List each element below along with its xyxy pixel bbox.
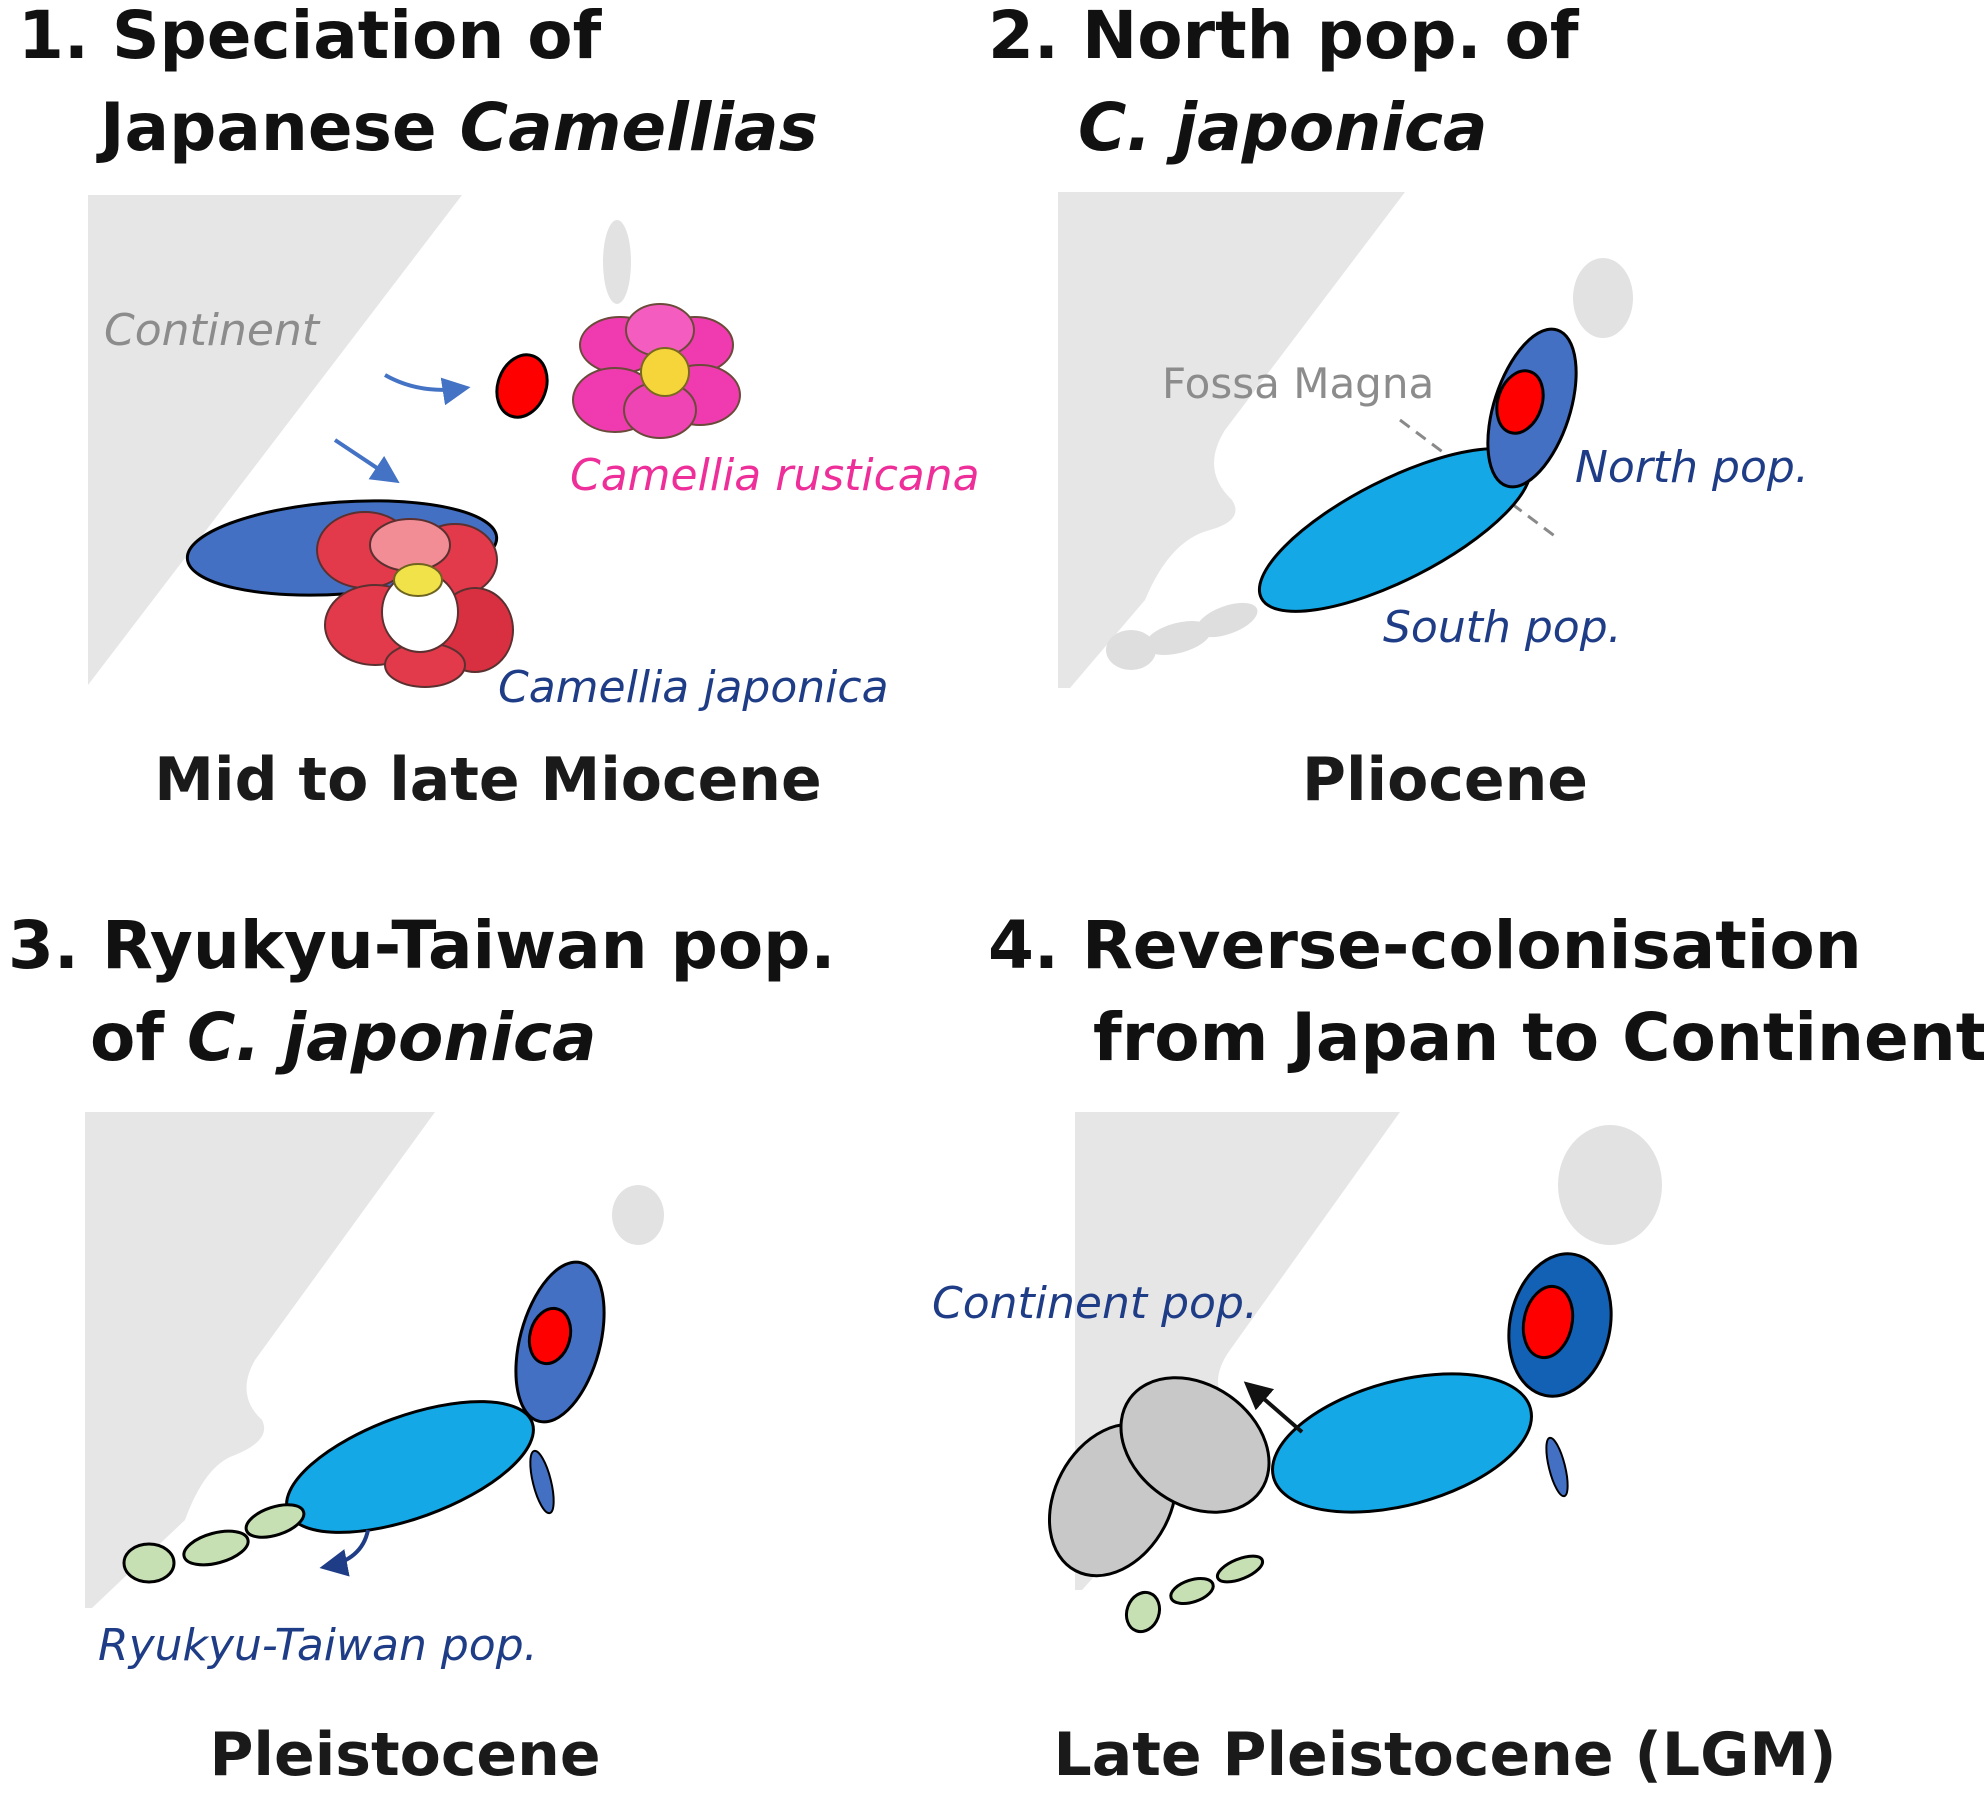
japan-island-north bbox=[612, 1185, 664, 1245]
continent-population-1 bbox=[1119, 1376, 1271, 1514]
panel-4: 4. Reverse-colonisation from Japan to Co… bbox=[932, 907, 1984, 1790]
japonica-label: Camellia japonica bbox=[498, 662, 889, 713]
fossa-magna-label: Fossa Magna bbox=[1162, 359, 1434, 408]
reverse-colonisation-arrow bbox=[1243, 1381, 1304, 1434]
panel-3-title-line-2: of C. japonica bbox=[90, 999, 597, 1076]
panel-3: 3. Ryukyu-Taiwan pop. of C. japonica Ryu… bbox=[8, 907, 835, 1790]
panel-1-period: Mid to late Miocene bbox=[154, 745, 821, 815]
continent-pop-label: Continent pop. bbox=[932, 1278, 1258, 1329]
panel-3-period: Pleistocene bbox=[209, 1720, 600, 1790]
japan-island-north bbox=[1573, 258, 1633, 338]
panel-2-title-line-2: C. japonica bbox=[1078, 89, 1488, 166]
japan-island-north bbox=[1558, 1125, 1662, 1245]
dispersal-arrow-ryukyu bbox=[319, 1529, 370, 1577]
colonisation-arrow-rusticana bbox=[384, 373, 471, 406]
north-pop-label: North pop. bbox=[1575, 442, 1809, 493]
rusticana-population bbox=[1521, 1284, 1575, 1360]
continent-landmass bbox=[85, 1112, 435, 1608]
continent-landmass bbox=[1058, 192, 1405, 688]
continent-label: Continent bbox=[104, 305, 321, 356]
isolated-island-population bbox=[529, 1449, 555, 1515]
panel-2-title-line-1: 2. North pop. of bbox=[988, 0, 1580, 74]
panel-1-title-line-1: 1. Speciation of bbox=[18, 0, 603, 74]
south-population bbox=[285, 1400, 535, 1534]
isolated-island-population bbox=[1545, 1436, 1569, 1498]
colonisation-arrow-japonica bbox=[333, 438, 400, 484]
ryukyu-islands bbox=[1106, 602, 1258, 670]
rusticana-population bbox=[527, 1306, 573, 1366]
panel-2-period: Pliocene bbox=[1302, 745, 1588, 815]
panel-4-period: Late Pleistocene (LGM) bbox=[1054, 1720, 1837, 1790]
continent-landmass bbox=[88, 195, 462, 685]
panel-2: 2. North pop. of C. japonica Fossa Magna… bbox=[988, 0, 1809, 815]
panel-3-title-line-1: 3. Ryukyu-Taiwan pop. bbox=[8, 907, 835, 984]
south-population bbox=[1271, 1372, 1533, 1514]
panel-4-title-line-1: 4. Reverse-colonisation bbox=[988, 907, 1862, 984]
panel-4-title-line-2: from Japan to Continent bbox=[1093, 999, 1984, 1076]
rusticana-label: Camellia rusticana bbox=[570, 450, 980, 501]
south-pop-label: South pop. bbox=[1383, 602, 1622, 653]
japonica-flower bbox=[316, 511, 514, 688]
ryukyu-taiwan-population bbox=[122, 1503, 306, 1584]
rusticana-population bbox=[1495, 369, 1545, 435]
rusticana-population bbox=[495, 353, 549, 419]
panel-1: 1. Speciation of Japanese Camellias Cont… bbox=[18, 0, 980, 815]
rusticana-flower bbox=[572, 303, 741, 439]
japan-island-north bbox=[603, 220, 631, 304]
panel-1-title-line-2: Japanese Camellias bbox=[96, 89, 818, 166]
ryukyu-taiwan-population bbox=[1124, 1554, 1265, 1634]
ryukyu-taiwan-label: Ryukyu-Taiwan pop. bbox=[98, 1620, 538, 1671]
